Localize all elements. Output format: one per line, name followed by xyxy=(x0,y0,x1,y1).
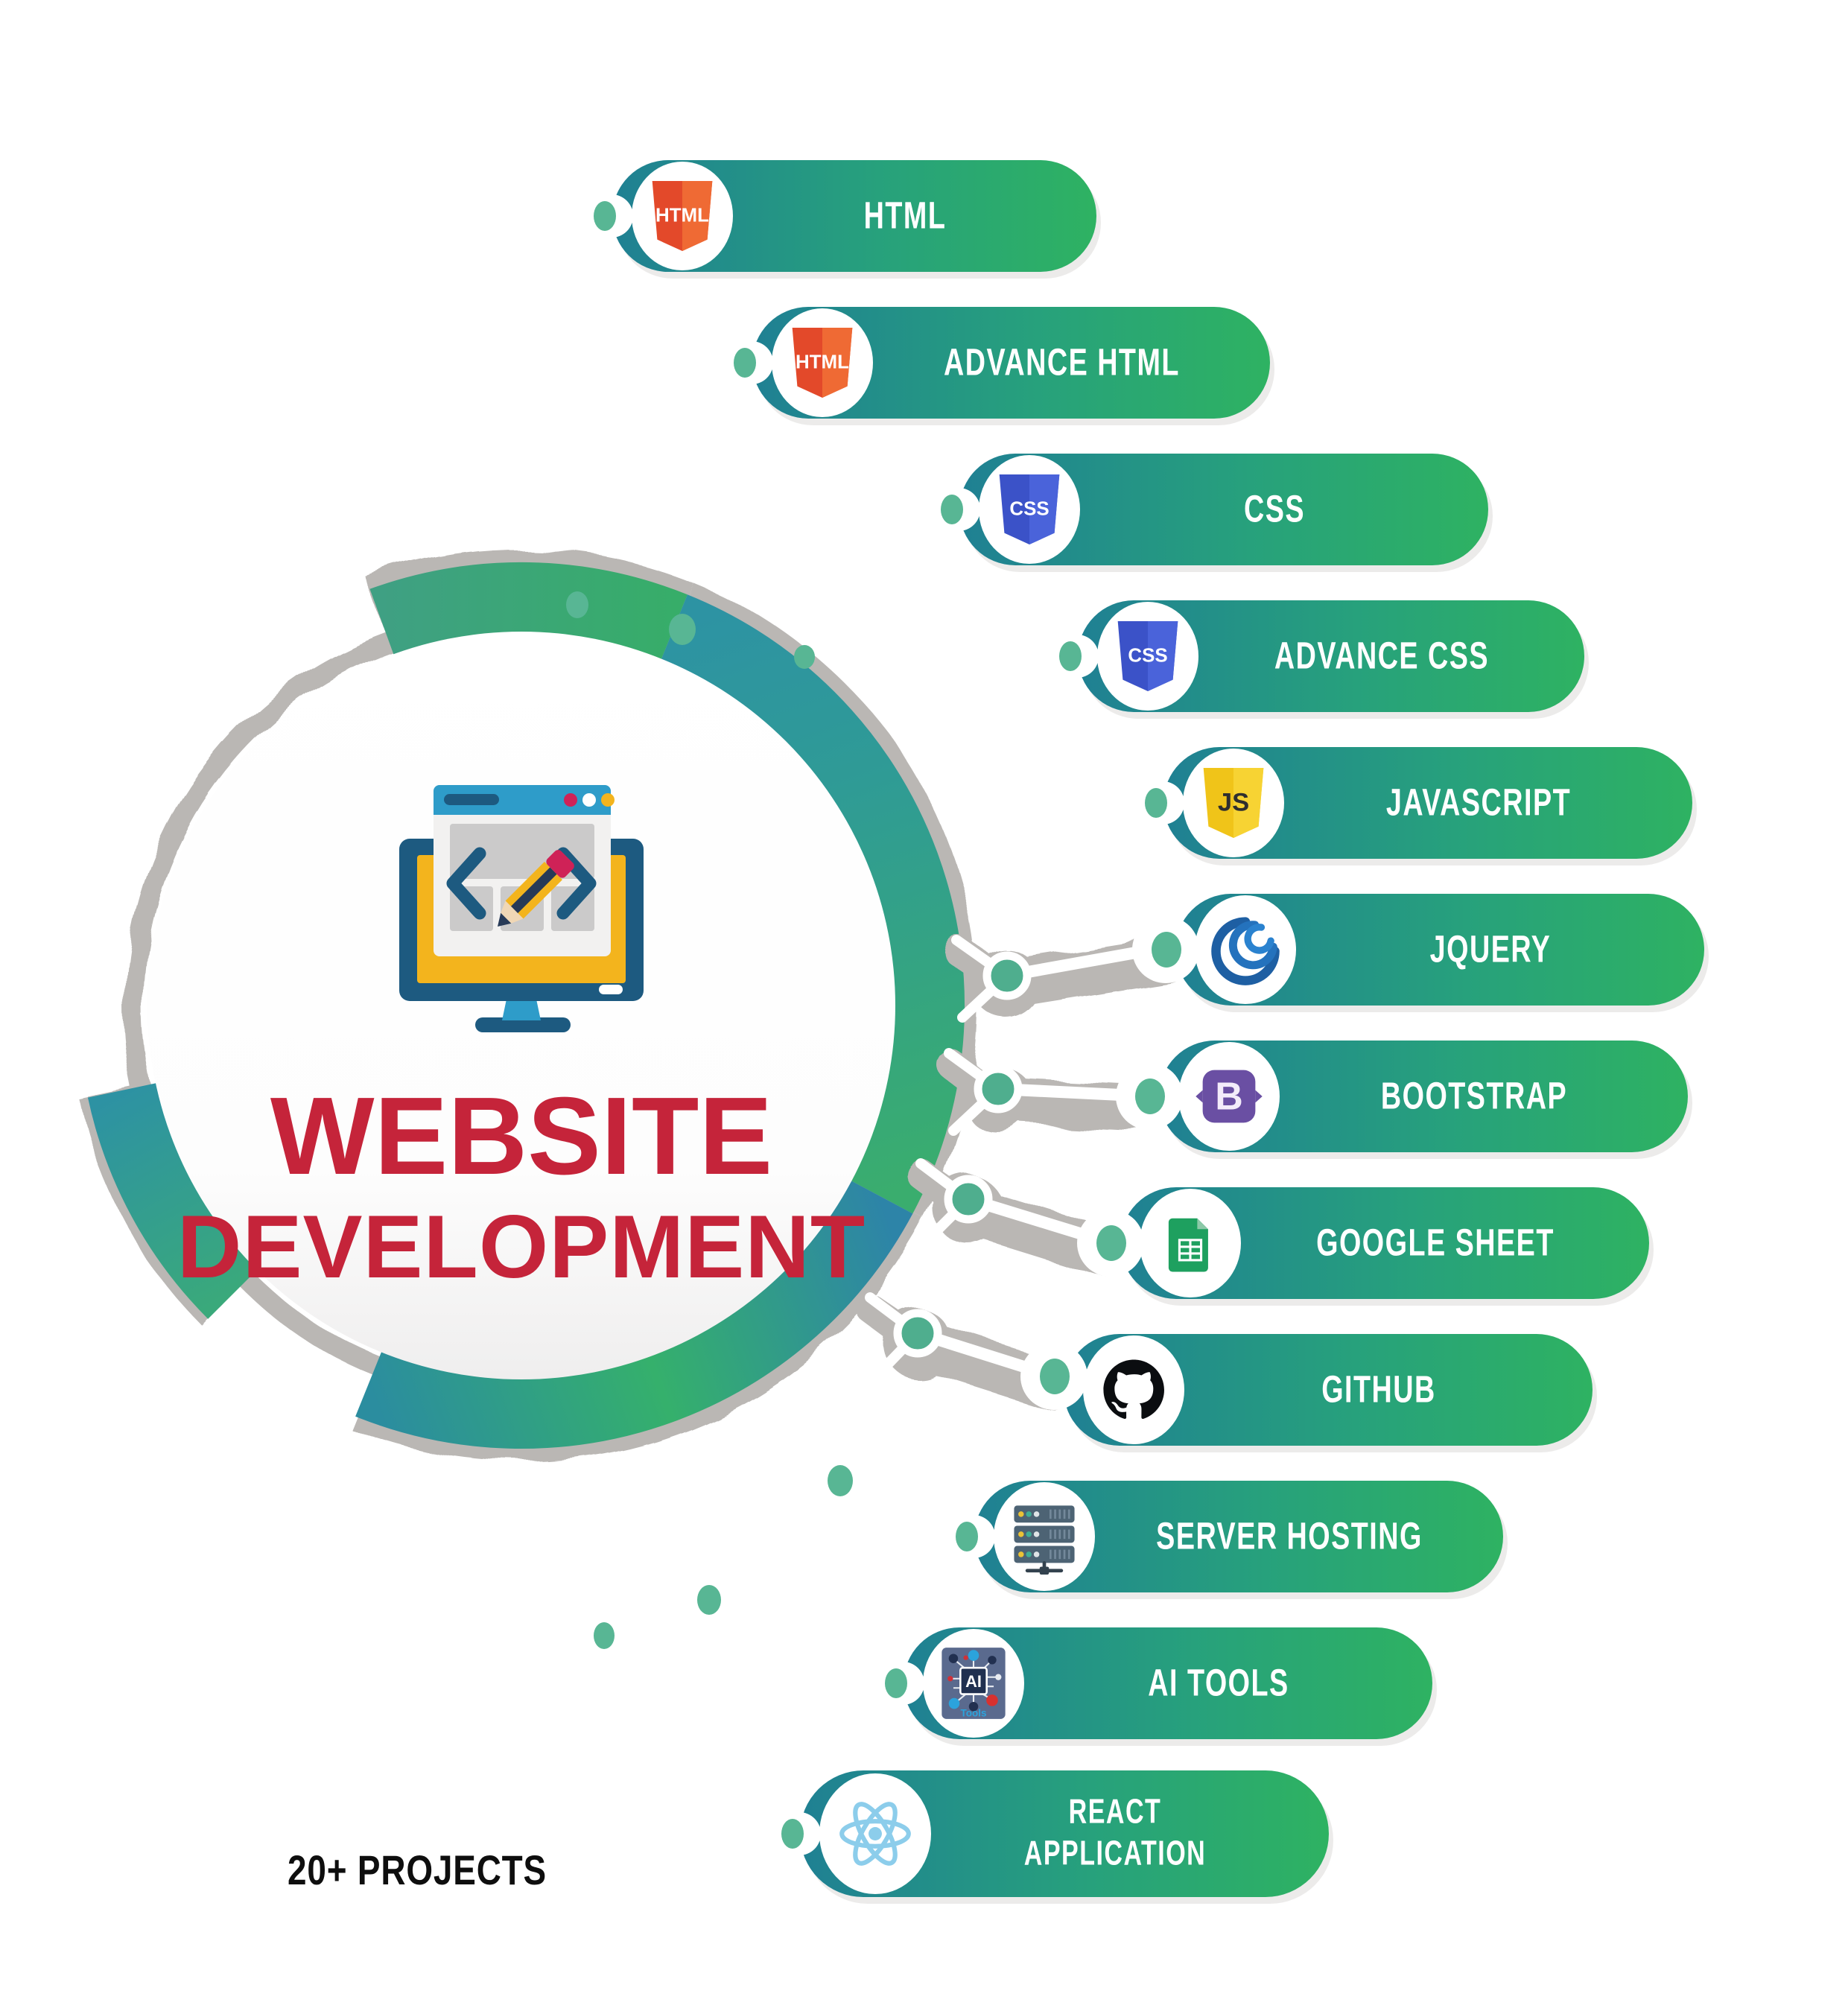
pill-server-hosting: SERVER HOSTING xyxy=(952,1481,1503,1592)
html5-icon: HTML xyxy=(772,308,873,417)
server-hosting-icon xyxy=(994,1482,1095,1591)
pill-react-application: REACT APPLICATION xyxy=(778,1770,1329,1897)
html5-icon: HTML xyxy=(632,162,733,270)
connector-dot xyxy=(594,201,616,231)
connector-dot xyxy=(1040,1359,1070,1394)
jquery-icon xyxy=(1195,895,1296,1004)
pill-html: HTML HTML xyxy=(590,160,1096,272)
ai-tools-icon: AI Tools xyxy=(923,1629,1024,1738)
html5-icon-text: HTML xyxy=(796,352,849,373)
javascript-icon: JS xyxy=(1183,749,1284,857)
connector-dot xyxy=(1152,932,1181,968)
google-sheets-icon xyxy=(1140,1189,1241,1297)
github-icon xyxy=(1083,1335,1184,1444)
connector-dot xyxy=(1135,1079,1165,1114)
pill-label: SERVER HOSTING xyxy=(1156,1514,1423,1557)
connector-dot xyxy=(885,1668,907,1698)
hub-arc-ring xyxy=(87,562,965,1449)
ai-icon-text: AI xyxy=(965,1672,982,1691)
connector-dot xyxy=(1096,1225,1126,1261)
pill-label: GOOGLE SHEET xyxy=(1316,1221,1555,1264)
pill-label-line2: APPLICATION xyxy=(1023,1833,1207,1872)
pill-github: GITHUB xyxy=(1020,1334,1593,1446)
bootstrap-icon-text: B xyxy=(1215,1076,1243,1119)
css3-icon-text: CSS xyxy=(1009,499,1049,520)
react-icon xyxy=(819,1773,931,1894)
pill-label: HTML xyxy=(863,194,947,237)
pill-jquery: JQUERY xyxy=(1132,894,1704,1006)
pill-google-sheet: GOOGLE SHEET xyxy=(1077,1187,1649,1299)
pill-label: ADVANCE HTML xyxy=(944,340,1180,384)
connector-dot xyxy=(941,495,963,524)
decor-dots xyxy=(566,591,853,1649)
pill-label: JAVASCRIPT xyxy=(1385,781,1572,824)
pill-label: CSS xyxy=(1243,487,1306,530)
pill-label: REACT APPLICATION xyxy=(980,1791,1251,1874)
hub-title: WEBSITE DEVELOPMENT xyxy=(112,1081,931,1292)
html5-icon-text: HTML xyxy=(655,206,709,226)
title-line-1: WEBSITE xyxy=(270,1075,773,1198)
pill-label: AI TOOLS xyxy=(1148,1661,1289,1704)
css3-icon: CSS xyxy=(1097,602,1198,711)
connector-dot xyxy=(734,348,756,378)
connector-dot xyxy=(781,1819,804,1849)
pill-label: GITHUB xyxy=(1321,1367,1436,1411)
bootstrap-icon: B xyxy=(1178,1042,1280,1151)
pill-css: CSS CSS xyxy=(937,454,1488,565)
web-design-monitor-icon xyxy=(387,779,655,1041)
css3-icon: CSS xyxy=(979,455,1080,564)
projects-label: 20+ PROJECTS xyxy=(287,1846,547,1893)
pill-ai-tools: AI Tools AI TOOLS xyxy=(881,1627,1432,1739)
pill-label: JQUERY xyxy=(1429,927,1552,971)
pill-bootstrap: B BOOTSTRAP xyxy=(1116,1041,1688,1152)
connector-dot xyxy=(956,1522,978,1551)
css3-icon-text: CSS xyxy=(1128,646,1167,667)
pill-label-line1: REACT xyxy=(1068,1791,1162,1831)
javascript-icon-text: JS xyxy=(1218,789,1249,817)
connector-dot xyxy=(1059,641,1082,671)
pill-advance-css: CSS ADVANCE CSS xyxy=(1055,600,1584,712)
pill-javascript: JS JAVASCRIPT xyxy=(1141,747,1692,859)
ai-icon-subtext: Tools xyxy=(960,1708,986,1719)
connector-dot xyxy=(1145,788,1167,818)
pill-advance-html: HTML ADVANCE HTML xyxy=(730,307,1270,419)
title-line-2: DEVELOPMENT xyxy=(177,1197,866,1297)
pill-label: BOOTSTRAP xyxy=(1380,1074,1568,1117)
pill-label: ADVANCE CSS xyxy=(1274,634,1490,677)
